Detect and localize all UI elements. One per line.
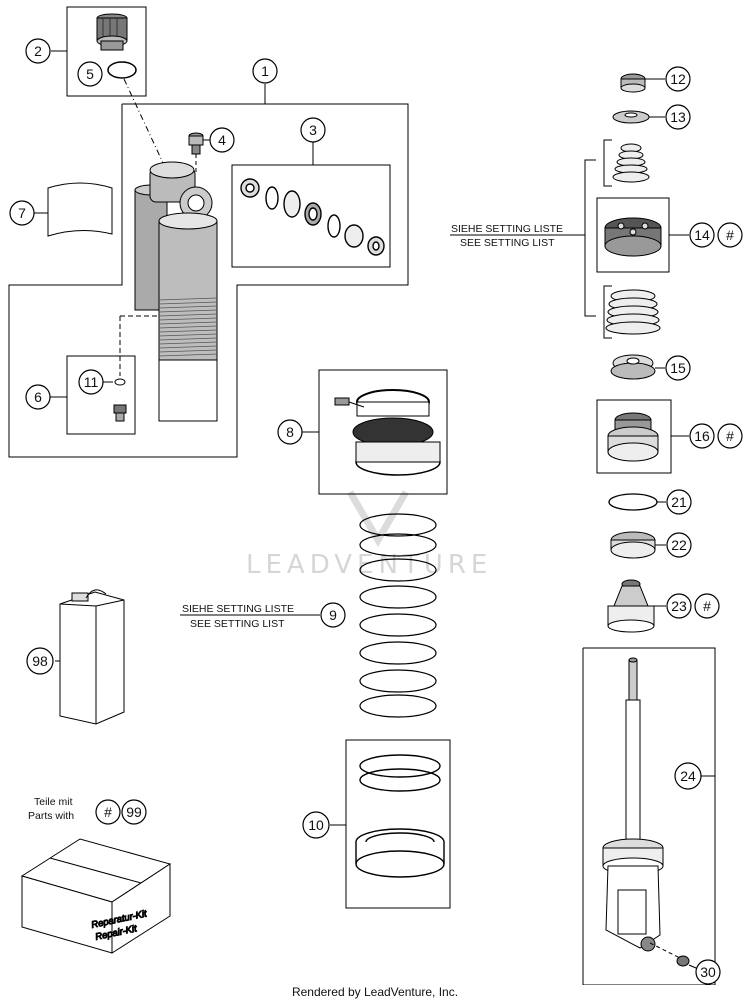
shock-thread bbox=[158, 297, 218, 357]
callout-23[interactable]: 23 bbox=[666, 593, 692, 619]
part-30-bushing bbox=[649, 942, 690, 967]
part-23-bump-stop bbox=[607, 579, 655, 633]
callout-15[interactable]: 15 bbox=[665, 355, 691, 381]
callout-22-label: 22 bbox=[671, 537, 687, 553]
part-15-washer bbox=[610, 354, 656, 380]
callout-99-hash-label: # bbox=[104, 804, 112, 820]
callout-10[interactable]: 10 bbox=[302, 811, 330, 839]
part-13-washer bbox=[612, 110, 650, 124]
callout-24[interactable]: 24 bbox=[674, 762, 702, 790]
piston-setting-note-de: SIEHE SETTING LISTE bbox=[451, 223, 563, 235]
callout-11[interactable]: 11 bbox=[78, 369, 104, 395]
callout-23-label: 23 bbox=[671, 598, 687, 614]
part-12-nut bbox=[620, 73, 646, 93]
callout-14[interactable]: 14 bbox=[689, 222, 715, 248]
callout-11-label: 11 bbox=[84, 374, 99, 390]
callout-8-label: 8 bbox=[286, 424, 294, 440]
part-21-circlip bbox=[608, 493, 658, 511]
part-22-cap bbox=[610, 531, 656, 559]
callout-6-label: 6 bbox=[34, 389, 42, 405]
callout-30-label: 30 bbox=[700, 964, 716, 980]
part-3-seal-stack bbox=[240, 178, 385, 256]
watermark: LEADVENTURE bbox=[246, 490, 492, 580]
callout-22[interactable]: 22 bbox=[666, 532, 692, 558]
parts-with-note-en: Parts with bbox=[28, 810, 74, 822]
callout-12-label: 12 bbox=[670, 71, 686, 87]
callout-4-label: 4 bbox=[218, 132, 226, 148]
part-2-group bbox=[66, 6, 147, 97]
spring-setting-note-en: SEE SETTING LIST bbox=[190, 618, 285, 630]
callout-9[interactable]: 9 bbox=[320, 602, 346, 628]
callout-7[interactable]: 7 bbox=[9, 200, 35, 226]
parts-with-note-de: Teile mit bbox=[34, 796, 73, 808]
part-8-spring-retainer bbox=[334, 389, 441, 476]
callout-10-label: 10 bbox=[308, 817, 324, 833]
callout-3-label: 3 bbox=[309, 122, 317, 138]
part-24-piston-rod bbox=[602, 657, 664, 952]
callout-14-hash-label: # bbox=[726, 227, 734, 243]
callout-16-hash-label: # bbox=[726, 428, 734, 444]
part-4-screw bbox=[188, 132, 204, 175]
lower-shim-stack bbox=[605, 289, 661, 335]
callout-21[interactable]: 21 bbox=[666, 489, 692, 515]
callout-98-label: 98 bbox=[32, 653, 48, 669]
repair-kit-box: Reparatur-Kit Repair-Kit bbox=[20, 838, 172, 954]
callout-9-label: 9 bbox=[329, 607, 337, 623]
callout-99[interactable]: 99 bbox=[121, 799, 147, 825]
callout-13[interactable]: 13 bbox=[665, 104, 691, 130]
spring-setting-note-de: SIEHE SETTING LISTE bbox=[182, 603, 294, 615]
part-16-seal-head bbox=[607, 412, 659, 462]
callout-3[interactable]: 3 bbox=[300, 117, 326, 143]
callout-5[interactable]: 5 bbox=[77, 61, 103, 87]
callout-14-hash[interactable]: # bbox=[717, 222, 743, 248]
callout-2-label: 2 bbox=[34, 43, 42, 59]
callout-15-label: 15 bbox=[670, 360, 686, 376]
callout-1-label: 1 bbox=[261, 63, 269, 79]
callout-5-label: 5 bbox=[86, 66, 94, 82]
callout-99-label: 99 bbox=[126, 804, 142, 820]
callout-21-label: 21 bbox=[671, 494, 687, 510]
callout-7-label: 7 bbox=[18, 205, 26, 221]
callout-23-hash[interactable]: # bbox=[694, 593, 720, 619]
callout-6[interactable]: 6 bbox=[25, 384, 51, 410]
part-9-spring bbox=[359, 513, 437, 718]
callout-16[interactable]: 16 bbox=[689, 423, 715, 449]
part-98-oil-can bbox=[59, 589, 125, 725]
callout-16-label: 16 bbox=[694, 428, 710, 444]
part-11-screw bbox=[113, 315, 159, 422]
piston-setting-note-en: SEE SETTING LIST bbox=[460, 237, 555, 249]
part-10-spring-seats bbox=[355, 754, 445, 878]
part-14-piston bbox=[604, 217, 662, 257]
callout-13-label: 13 bbox=[670, 109, 686, 125]
upper-shim-stack bbox=[612, 143, 650, 183]
part-1-outline bbox=[8, 103, 409, 458]
footer-credit: Rendered by LeadVenture, Inc. bbox=[291, 985, 459, 999]
callout-24-label: 24 bbox=[680, 768, 696, 784]
callout-98[interactable]: 98 bbox=[26, 647, 54, 675]
callout-23-hash-label: # bbox=[703, 598, 711, 614]
callout-2[interactable]: 2 bbox=[25, 38, 51, 64]
callout-16-hash[interactable]: # bbox=[717, 423, 743, 449]
callout-12[interactable]: 12 bbox=[665, 66, 691, 92]
callout-1[interactable]: 1 bbox=[252, 58, 278, 84]
part-7-protector-sheet bbox=[47, 182, 113, 237]
shock-body bbox=[134, 161, 218, 422]
callout-14-label: 14 bbox=[694, 227, 710, 243]
callout-30[interactable]: 30 bbox=[695, 959, 721, 985]
watermark-text: LEADVENTURE bbox=[246, 550, 492, 580]
callout-99-hash[interactable]: # bbox=[95, 799, 121, 825]
callout-4[interactable]: 4 bbox=[209, 127, 235, 153]
callout-8[interactable]: 8 bbox=[277, 419, 303, 445]
